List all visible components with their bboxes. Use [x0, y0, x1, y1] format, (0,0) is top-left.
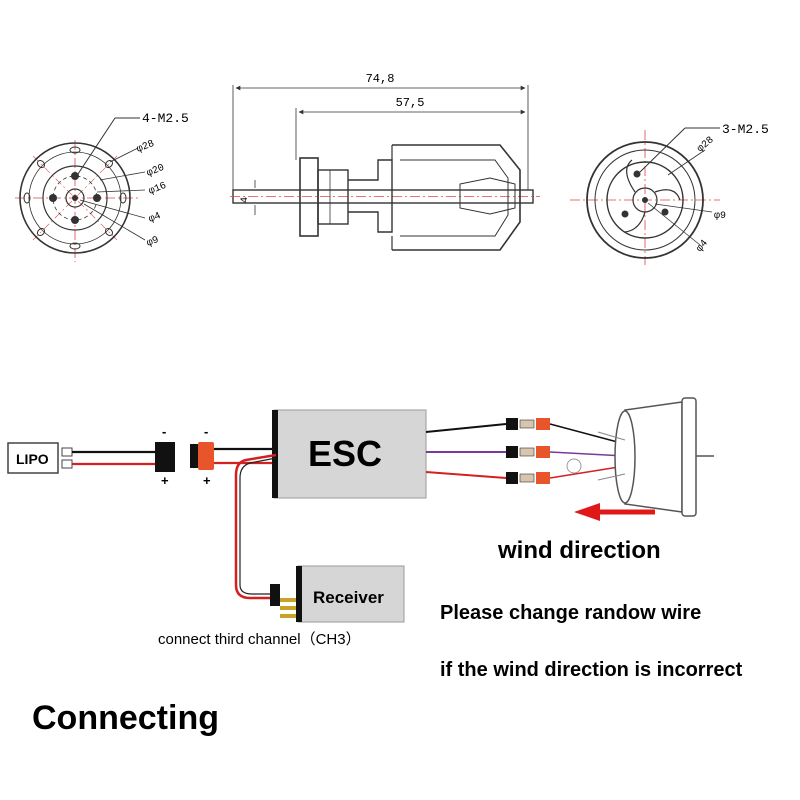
- edf-fan-unit: [566, 397, 714, 517]
- front-dim-28: φ28: [135, 139, 156, 156]
- esc-label: ESC: [308, 433, 382, 474]
- rear-dim-4: φ4: [695, 238, 711, 254]
- rear-dim-9: φ9: [714, 211, 726, 222]
- battery-pos-sign: +: [161, 473, 169, 488]
- receiver-module: [297, 565, 405, 623]
- front-dim-16: φ16: [147, 181, 168, 198]
- esc-output-wire-a: [425, 423, 507, 433]
- rear-holes-label: 3-M2.5: [722, 122, 769, 137]
- side-view-drawing: [230, 85, 540, 251]
- esc-output-wire-c: [425, 471, 507, 479]
- note-line-2: if the wind direction is incorrect: [440, 659, 743, 681]
- esc-module: [273, 409, 427, 499]
- receiver-signal-wire: [234, 453, 277, 600]
- rear-dim-28: φ28: [696, 135, 717, 155]
- note-line-1: Please change randow wire: [440, 602, 701, 624]
- wind-direction-label: wind direction: [497, 537, 661, 564]
- overall-length-label: 74,8: [366, 72, 395, 86]
- esc-input-connector: [198, 442, 214, 470]
- front-dim-9: φ9: [145, 235, 160, 250]
- rear-view-drawing: [570, 127, 720, 265]
- front-view-drawing: [15, 117, 146, 262]
- channel-note: connect third channel（CH3）: [158, 631, 361, 648]
- battery-neg-sign: -: [162, 424, 166, 439]
- esc-neg-sign: -: [204, 424, 208, 439]
- bullet-connectors: [506, 418, 550, 484]
- front-dim-20: φ20: [145, 163, 166, 180]
- connecting-caption: Connecting: [32, 699, 219, 737]
- shaft-dim-label: 4: [240, 197, 251, 203]
- lipo-battery: [7, 442, 59, 474]
- front-holes-label: 4-M2.5: [142, 111, 189, 126]
- esc-pos-sign: +: [203, 473, 211, 488]
- lipo-label: LIPO: [16, 451, 49, 467]
- battery-connector: [155, 442, 175, 472]
- front-dim-4: φ4: [147, 211, 162, 226]
- body-length-label: 57,5: [396, 96, 425, 110]
- receiver-label: Receiver: [313, 588, 384, 607]
